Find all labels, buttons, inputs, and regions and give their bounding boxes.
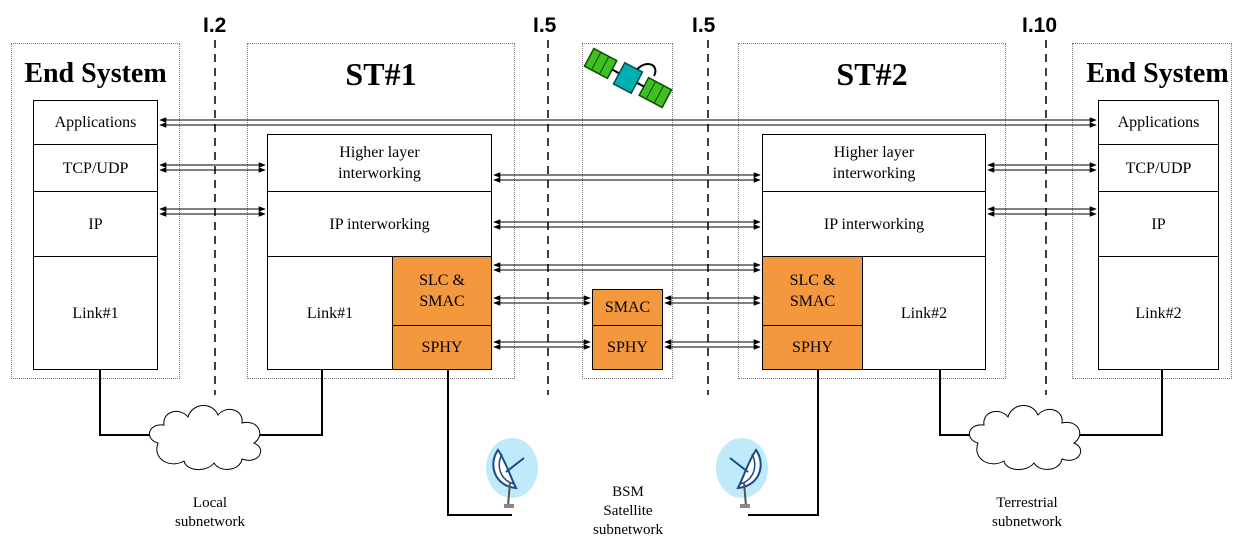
interface-label-i5-right: I.5 xyxy=(692,14,716,37)
left-applications-layer: Applications xyxy=(33,100,158,145)
local-subnetwork-caption: Local subnetwork xyxy=(175,495,245,530)
left-link-layer: Link#1 xyxy=(33,256,158,370)
interface-label-i10: I.10 xyxy=(1022,14,1058,37)
arrow-higher-layer-st1-st2 xyxy=(493,172,761,183)
arrow-sphy-satellite-st2 xyxy=(664,339,761,350)
satellite-icon xyxy=(583,47,673,109)
st2-sphy-layer: SPHY xyxy=(762,325,863,370)
interface-label-i5-left: I.5 xyxy=(533,14,557,37)
left-tcp-udp-layer: TCP/UDP xyxy=(33,144,158,192)
st2-link-layer: Link#2 xyxy=(862,256,986,370)
arrow-applications-peer xyxy=(159,117,1097,128)
st2-ip-interworking: IP interworking xyxy=(762,191,986,257)
st1-title: ST#1 xyxy=(345,56,417,92)
wire-right-end-to-terrestrial xyxy=(1080,370,1163,436)
arrow-left-tcp-st1 xyxy=(159,162,266,173)
bsm-satellite-subnetwork-caption: BSM Satellite subnetwork xyxy=(593,484,663,538)
right-ip-layer: IP xyxy=(1098,191,1219,257)
local-subnetwork-cloud-icon xyxy=(148,404,262,471)
terrestrial-subnetwork-caption: Terrestrial subnetwork xyxy=(992,495,1062,530)
satellite-smac-layer: SMAC xyxy=(592,289,663,326)
st1-sphy-layer: SPHY xyxy=(392,325,492,370)
st2-slc-smac-layer: SLC & SMAC xyxy=(762,256,863,326)
st1-satellite-dish-icon xyxy=(485,437,539,509)
arrow-smac-st1-satellite xyxy=(493,295,591,306)
arrow-smac-satellite-st2 xyxy=(664,295,761,306)
arrow-st2-tcp-right xyxy=(987,162,1097,173)
wire-st2-sphy-to-dish xyxy=(748,370,819,516)
arrow-left-ip-st1 xyxy=(159,206,266,217)
terrestrial-subnetwork-cloud-icon xyxy=(968,404,1082,471)
right-end-system-title: End System xyxy=(1086,58,1229,89)
left-end-system-title: End System xyxy=(24,58,167,89)
left-ip-layer: IP xyxy=(33,191,158,257)
arrow-st2-ip-right xyxy=(987,206,1097,217)
arrow-slc-st1-st2 xyxy=(493,262,761,273)
interface-label-i2: I.2 xyxy=(203,14,227,37)
st2-title: ST#2 xyxy=(836,56,908,92)
st2-satellite-dish-icon xyxy=(715,437,769,509)
st2-higher-layer-interworking: Higher layer interworking xyxy=(762,134,986,192)
satellite-sphy-layer: SPHY xyxy=(592,325,663,370)
arrow-ip-interworking-st1-st2 xyxy=(493,219,761,230)
arrow-sphy-st1-satellite xyxy=(493,339,591,350)
wire-st1-sphy-to-dish xyxy=(447,370,512,516)
wire-st1-link-to-local xyxy=(250,370,323,436)
right-link-layer: Link#2 xyxy=(1098,256,1219,370)
wire-st2-link-to-terrestrial xyxy=(939,370,980,436)
satellite-container xyxy=(582,43,673,379)
right-tcp-udp-layer: TCP/UDP xyxy=(1098,144,1219,192)
st1-higher-layer-interworking: Higher layer interworking xyxy=(267,134,492,192)
wire-left-end-to-local xyxy=(99,370,170,436)
st1-ip-interworking: IP interworking xyxy=(267,191,492,257)
